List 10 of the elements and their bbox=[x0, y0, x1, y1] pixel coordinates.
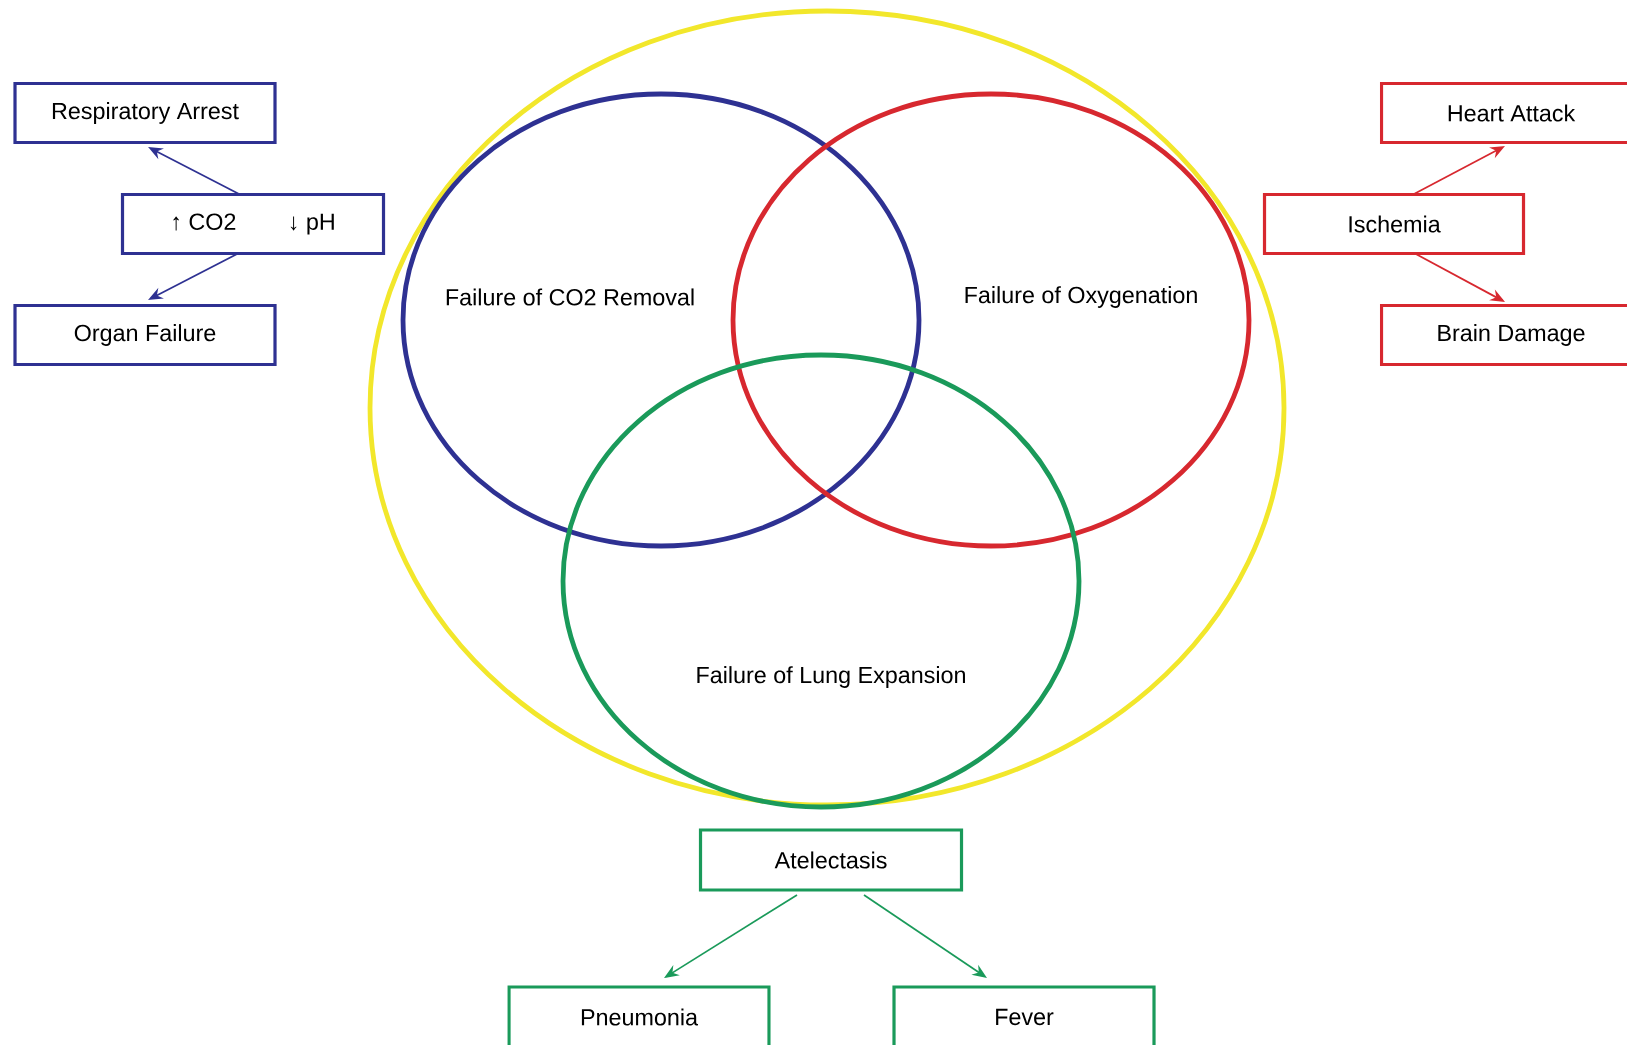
text-box: Organ Failure bbox=[13, 303, 277, 367]
text-box: ↑ CO2 ↓ pH bbox=[120, 192, 386, 256]
outer-circle bbox=[367, 8, 1287, 808]
text-box: Atelectasis bbox=[698, 828, 964, 892]
text-box: Respiratory Arrest bbox=[13, 81, 277, 145]
text-box: Brain Damage bbox=[1379, 303, 1627, 367]
text-box: Pneumonia bbox=[507, 985, 771, 1045]
text-box: Fever bbox=[892, 985, 1156, 1045]
text-box: Ischemia bbox=[1262, 192, 1526, 256]
text-box: Heart Attack bbox=[1379, 81, 1627, 145]
